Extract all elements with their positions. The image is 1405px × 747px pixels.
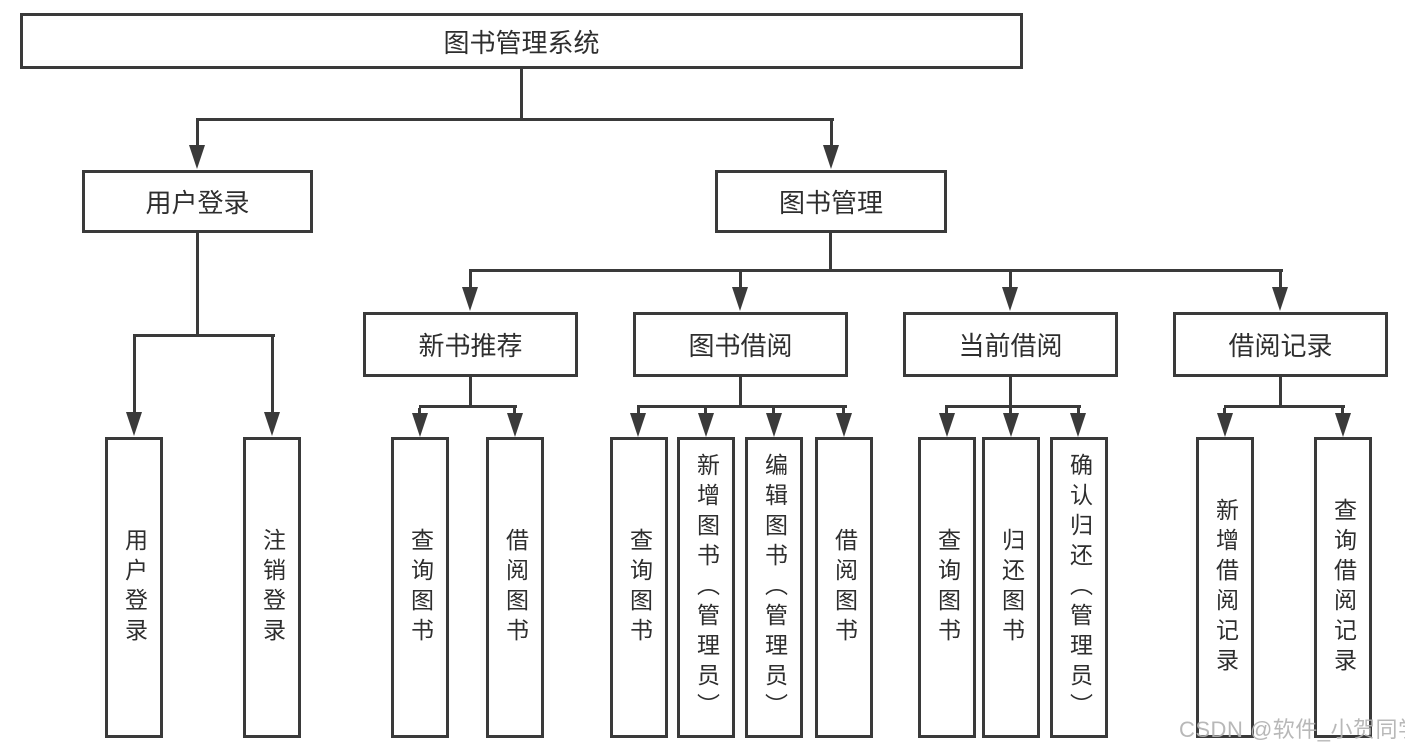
connector-vline: [1077, 408, 1080, 415]
leaf-user-login: 用户登录: [105, 437, 163, 738]
leaf-cb-confirm-return-admin: 确认归还（管理员）: [1050, 437, 1108, 738]
connector-vline: [739, 272, 742, 288]
connector-vline: [1009, 377, 1012, 407]
connector-vline: [830, 121, 833, 146]
leaf-label: 新增图书（管理员）: [693, 452, 720, 723]
connector-vline: [196, 233, 199, 337]
connector-vline: [271, 337, 274, 413]
arrow-down-icon: [1003, 413, 1019, 437]
connector-vline: [418, 408, 421, 415]
arrow-down-icon: [412, 413, 428, 437]
connector-vline: [133, 337, 136, 413]
connector-vline: [1279, 272, 1282, 288]
leaf-label: 用户登录: [121, 527, 148, 648]
connector-hline: [133, 334, 275, 337]
leaf-br-query-record: 查询借阅记录: [1314, 437, 1372, 738]
connector-vline: [772, 408, 775, 415]
connector-hline: [419, 405, 517, 408]
node-new-book-recommend: 新书推荐: [363, 312, 578, 377]
connector-vline: [637, 408, 640, 415]
leaf-bb-borrow-books: 借阅图书: [815, 437, 873, 738]
connector-vline: [1009, 272, 1012, 288]
leaf-cb-query-books: 查询图书: [918, 437, 976, 738]
node-current-borrowing: 当前借阅: [903, 312, 1118, 377]
leaf-label: 查询图书: [934, 527, 961, 648]
arrow-down-icon: [462, 287, 478, 311]
arrow-down-icon: [507, 413, 523, 437]
connector-vline: [829, 233, 832, 271]
connector-vline: [704, 408, 707, 415]
arrow-down-icon: [264, 412, 280, 436]
connector-hline: [945, 405, 1081, 408]
arrow-down-icon: [836, 413, 852, 437]
leaf-label: 借阅图书: [831, 527, 858, 648]
leaf-label: 新增借阅记录: [1212, 497, 1239, 678]
node-library-system: 图书管理系统: [20, 13, 1023, 69]
node-label: 图书借阅: [688, 331, 793, 361]
leaf-bb-add-books-admin: 新增图书（管理员）: [677, 437, 735, 738]
arrow-down-icon: [698, 413, 714, 437]
connector-hline: [1224, 405, 1345, 408]
watermark-text: CSDN @软件_小贺同学: [1179, 717, 1405, 742]
connector-vline: [1341, 408, 1344, 415]
arrow-down-icon: [766, 413, 782, 437]
leaf-label: 确认归还（管理员）: [1066, 452, 1093, 723]
node-borrowing-records: 借阅记录: [1173, 312, 1388, 377]
connector-hline: [469, 269, 1283, 272]
arrow-down-icon: [1070, 413, 1086, 437]
leaf-label: 归还图书: [998, 527, 1025, 648]
node-label: 图书管理系统: [443, 27, 600, 58]
connector-vline: [520, 69, 523, 120]
leaf-label: 注销登录: [259, 527, 286, 648]
node-label: 借阅记录: [1228, 331, 1333, 361]
arrow-down-icon: [1217, 413, 1233, 437]
leaf-label: 查询借阅记录: [1330, 497, 1357, 678]
connector-vline: [1223, 408, 1226, 415]
leaf-logout: 注销登录: [243, 437, 301, 738]
leaf-nb-query-books: 查询图书: [391, 437, 449, 738]
leaf-bb-edit-books-admin: 编辑图书（管理员）: [745, 437, 803, 738]
node-label: 用户登录: [145, 188, 250, 218]
node-user-login: 用户登录: [82, 170, 313, 233]
arrow-down-icon: [1002, 287, 1018, 311]
arrow-down-icon: [939, 413, 955, 437]
arrow-down-icon: [1335, 413, 1351, 437]
arrow-down-icon: [630, 413, 646, 437]
leaf-label: 编辑图书（管理员）: [761, 452, 788, 723]
connector-vline: [842, 408, 845, 415]
arrow-down-icon: [189, 145, 205, 169]
connector-vline: [513, 408, 516, 415]
node-label: 当前借阅: [958, 331, 1063, 361]
arrow-down-icon: [823, 145, 839, 169]
leaf-bb-query-books: 查询图书: [610, 437, 668, 738]
connector-hline: [196, 118, 834, 121]
leaf-label: 查询图书: [407, 527, 434, 648]
node-book-borrowing: 图书借阅: [633, 312, 848, 377]
node-label: 图书管理: [778, 188, 883, 218]
node-book-management: 图书管理: [715, 170, 947, 233]
leaf-nb-borrow-books: 借阅图书: [486, 437, 544, 738]
connector-vline: [739, 377, 742, 407]
connector-hline: [637, 405, 847, 408]
leaf-label: 查询图书: [626, 527, 653, 648]
connector-vline: [1009, 408, 1012, 415]
leaf-label: 借阅图书: [502, 527, 529, 648]
connector-vline: [196, 121, 199, 146]
arrow-down-icon: [732, 287, 748, 311]
arrow-down-icon: [126, 412, 142, 436]
connector-vline: [469, 272, 472, 288]
connector-vline: [945, 408, 948, 415]
leaf-br-add-record: 新增借阅记录: [1196, 437, 1254, 738]
connector-vline: [1279, 377, 1282, 407]
arrow-down-icon: [1272, 287, 1288, 311]
connector-vline: [469, 377, 472, 407]
node-label: 新书推荐: [418, 331, 523, 361]
leaf-cb-return-books: 归还图书: [982, 437, 1040, 738]
